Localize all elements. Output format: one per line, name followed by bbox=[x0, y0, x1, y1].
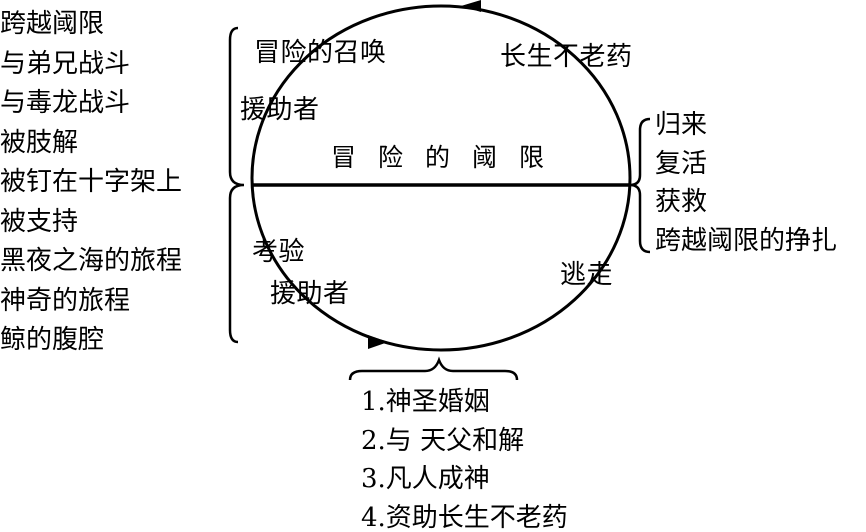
rewards-list: 1.神圣婚姻 2.与 天父和解 3.凡人成神 4.资助长生不老药 bbox=[361, 383, 568, 532]
list-item: 跨越阈限 bbox=[0, 9, 105, 39]
call-to-adventure-label: 冒险的召唤 bbox=[254, 38, 387, 68]
threshold-label: 冒险的阈限 bbox=[331, 143, 567, 172]
list-item: 跨越阈限的挣扎 bbox=[655, 225, 838, 256]
list-item: 获救 bbox=[655, 187, 708, 217]
hero-cycle-circle bbox=[250, 4, 632, 352]
list-item: 3.凡人成神 bbox=[361, 464, 490, 494]
list-item: 被肢解 bbox=[0, 127, 79, 158]
flight-label: 逃走 bbox=[560, 260, 614, 290]
list-item: 被支持 bbox=[0, 206, 79, 237]
list-item: 与毒龙战斗 bbox=[0, 88, 131, 118]
list-item: 归来 bbox=[655, 110, 708, 140]
helper-bottom-label: 援助者 bbox=[270, 279, 350, 309]
right-brace bbox=[629, 117, 651, 254]
bottom-arrow-icon bbox=[368, 335, 388, 349]
list-item: 2.与 天父和解 bbox=[361, 425, 525, 456]
bottom-brace bbox=[348, 356, 519, 381]
list-item: 1.神圣婚姻 bbox=[361, 387, 490, 417]
list-item: 黑夜之海的旅程 bbox=[0, 246, 183, 276]
tests-label: 考验 bbox=[252, 237, 306, 267]
top-arrow-icon bbox=[461, 0, 481, 12]
list-item: 神奇的旅程 bbox=[0, 285, 131, 316]
list-item: 复活 bbox=[655, 148, 708, 179]
return-list: 归来 复活 获救 跨越阈限的挣扎 bbox=[655, 106, 837, 260]
list-item: 鲸的腹腔 bbox=[0, 325, 105, 355]
list-item: 与弟兄战斗 bbox=[0, 48, 131, 79]
list-item: 4.资助长生不老药 bbox=[361, 502, 568, 532]
list-item: 被钉在十字架上 bbox=[0, 167, 183, 197]
helper-top-label: 援助者 bbox=[240, 95, 320, 125]
left-brace bbox=[228, 26, 245, 344]
elixir-label: 长生不老药 bbox=[500, 42, 633, 72]
trials-list: 跨越阈限 与弟兄战斗 与毒龙战斗 被肢解 被钉在十字架上 被支持 黑夜之海的旅程… bbox=[0, 5, 182, 361]
